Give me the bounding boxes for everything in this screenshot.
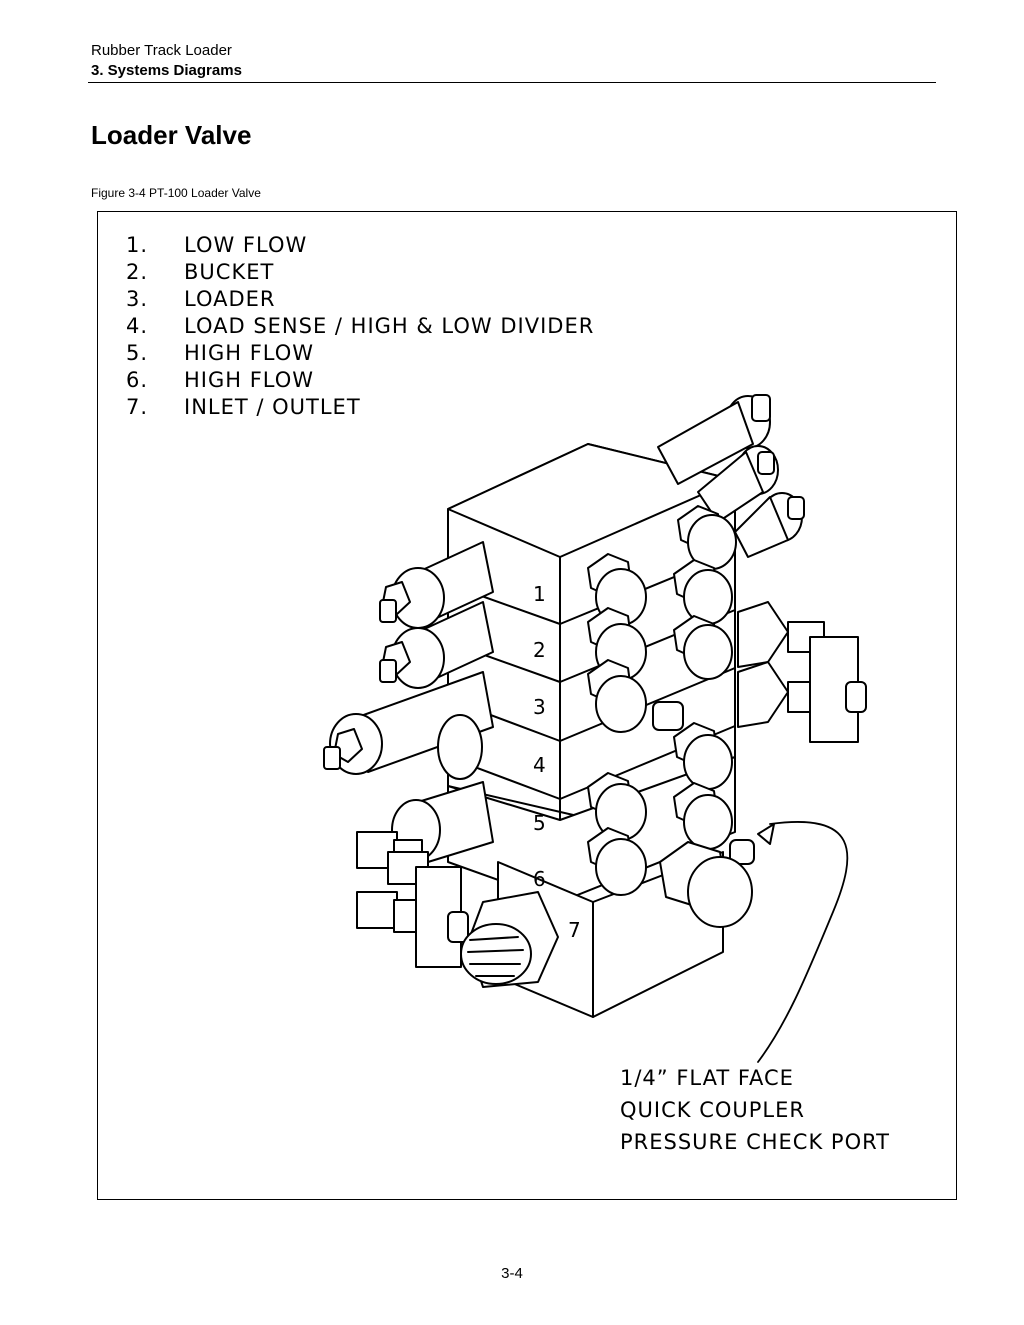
section-number: 1 xyxy=(533,582,546,606)
page-title: Loader Valve xyxy=(91,120,252,150)
section-number: 7 xyxy=(568,918,581,942)
section-number: 4 xyxy=(533,753,546,777)
section-number: 3 xyxy=(533,695,546,719)
page-number: 3-4 xyxy=(501,1265,523,1282)
figure-caption: Figure 3-4 PT-100 Loader Valve xyxy=(91,186,261,200)
section-number: 6 xyxy=(533,867,546,891)
legend-item: 6.HIGH FLOW xyxy=(126,368,315,392)
document-title: Rubber Track Loader xyxy=(91,42,232,59)
header-rule xyxy=(88,82,936,83)
figure-legend: 1.LOW FLOW 2.BUCKET 3.LOADER 4.LOAD SENS… xyxy=(126,232,594,421)
legend-item: 2.BUCKET xyxy=(126,260,275,284)
legend-item: 4.LOAD SENSE / HIGH & LOW DIVIDER xyxy=(126,314,595,338)
legend-item: 3.LOADER xyxy=(126,287,276,311)
legend-item: 7.INLET / OUTLET xyxy=(126,395,361,419)
section-title: 3. Systems Diagrams xyxy=(91,62,242,79)
valve-figure: 1.LOW FLOW 2.BUCKET 3.LOADER 4.LOAD SENS… xyxy=(97,211,957,1200)
legend-item: 1.LOW FLOW xyxy=(126,233,308,257)
section-number: 5 xyxy=(533,811,546,835)
valve-drawing xyxy=(323,394,867,1063)
section-number: 2 xyxy=(533,638,546,662)
legend-item: 5.HIGH FLOW xyxy=(126,341,315,365)
pressure-port-label: 1/4” FLAT FACE QUICK COUPLER PRESSURE CH… xyxy=(620,1066,891,1154)
